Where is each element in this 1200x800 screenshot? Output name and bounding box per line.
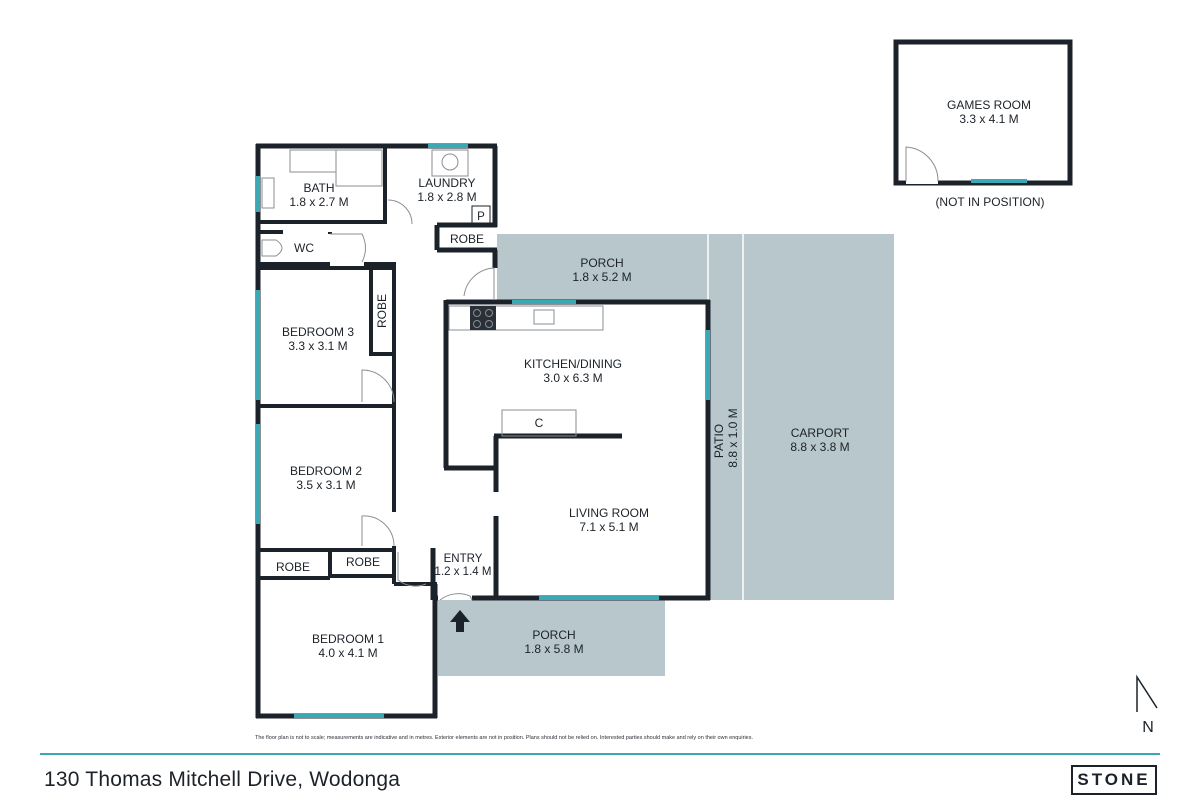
bedroom1-size: 4.0 x 4.1 M	[318, 646, 377, 660]
patio-area	[708, 234, 743, 600]
patio-size: 8.8 x 1.0 M	[726, 408, 740, 467]
games-room-size: 3.3 x 4.1 M	[959, 112, 1018, 126]
kitchen-name: KITCHEN/DINING	[524, 357, 622, 371]
interior-walls	[258, 146, 437, 586]
wc-name: WC	[294, 241, 314, 255]
bedroom1-name: BEDROOM 1	[312, 632, 384, 646]
bedroom3-robe: ROBE	[375, 294, 389, 328]
porch-north-area	[497, 234, 708, 301]
entry-arrow-icon	[450, 610, 470, 632]
porch-south-area	[438, 600, 665, 676]
living-name: LIVING ROOM	[569, 506, 649, 520]
laundry-size: 1.8 x 2.8 M	[417, 190, 476, 204]
porch-north-name: PORCH	[580, 256, 623, 270]
windows	[256, 144, 710, 718]
footer-rule	[40, 753, 1160, 755]
disclaimer: The floor plan is not to scale; measurem…	[255, 735, 753, 741]
cooktop-burners	[473, 309, 493, 328]
property-address: 130 Thomas Mitchell Drive, Wodonga	[44, 768, 401, 791]
porch-south-size: 1.8 x 5.8 M	[524, 642, 583, 656]
bedroom2-size: 3.5 x 3.1 M	[296, 478, 355, 492]
patio-name: PATIO	[712, 424, 726, 458]
bedroom3-size: 3.3 x 3.1 M	[288, 339, 347, 353]
carport-name: CARPORT	[791, 426, 850, 440]
laundry-pantry: P	[477, 211, 485, 223]
bath-name: BATH	[303, 181, 334, 195]
fixtures	[261, 149, 604, 437]
kitchen-size: 3.0 x 6.3 M	[543, 371, 602, 385]
games-room	[893, 39, 1073, 186]
bedroom3-name: BEDROOM 3	[282, 325, 354, 339]
bedroom2-name: BEDROOM 2	[290, 464, 362, 478]
bath-size: 1.8 x 2.7 M	[289, 195, 348, 209]
stone-logo: STONE	[1071, 765, 1157, 795]
games-room-note: (NOT IN POSITION)	[935, 195, 1044, 209]
entry-size: 1.2 x 1.4 M	[435, 566, 492, 578]
porch-south-name: PORCH	[532, 628, 575, 642]
laundry-robe-name: ROBE	[450, 232, 484, 246]
bedroom1-robe-right: ROBE	[346, 555, 380, 569]
compass-icon	[1136, 674, 1158, 712]
bedroom1-robe-left: ROBE	[276, 560, 310, 574]
carport-area	[743, 234, 894, 600]
living-size: 7.1 x 5.1 M	[579, 520, 638, 534]
door-swings	[330, 199, 495, 601]
entry-name: ENTRY	[444, 553, 483, 565]
compass-label: N	[1142, 719, 1154, 736]
kitchen-cupboard: C	[535, 416, 544, 430]
carport-size: 8.8 x 3.8 M	[790, 440, 849, 454]
porch-north-size: 1.8 x 5.2 M	[572, 270, 631, 284]
laundry-name: LAUNDRY	[418, 176, 475, 190]
games-room-name: GAMES ROOM	[947, 98, 1031, 112]
